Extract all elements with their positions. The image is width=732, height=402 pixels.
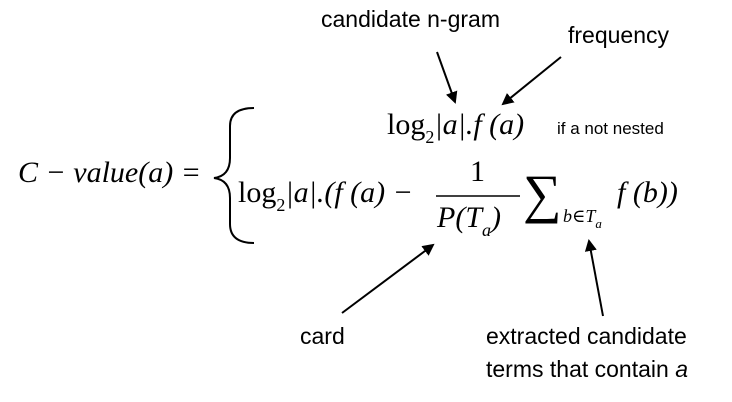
case1-log: log: [387, 108, 426, 141]
case1-rest: .f (a): [465, 108, 525, 141]
case2-rest: .(f (a) −: [316, 176, 413, 209]
case2-expression: log2|a|.(f (a) −: [238, 176, 413, 215]
sum-term: f (b)): [617, 176, 678, 209]
case1-condition: if a not nested: [557, 119, 664, 138]
label-frequency: frequency: [568, 22, 670, 48]
case1-log-base: 2: [425, 127, 435, 147]
case1-expression: log2|a|.f (a): [387, 108, 525, 147]
label-extracted-line2-var: a: [675, 356, 688, 382]
sum-index-main: b∈T: [563, 206, 596, 226]
fraction-numerator: 1: [470, 155, 485, 188]
case2-log-base: 2: [276, 195, 286, 215]
arrow-card: [341, 243, 435, 314]
fraction-denominator: P(Ta): [437, 201, 501, 240]
label-extracted-line1: extracted candidate: [486, 323, 687, 349]
label-extracted-line2: terms that contain a: [486, 356, 688, 383]
fraction-denominator-close: ): [491, 201, 501, 234]
label-extracted-line2-prefix: terms that contain: [486, 356, 676, 382]
arrow-candidate-ngram: [436, 51, 458, 104]
arrow-frequency: [501, 56, 562, 106]
sum-symbol: ∑: [523, 164, 562, 224]
label-card: card: [300, 323, 345, 349]
label-candidate-ngram: candidate n-gram: [321, 6, 500, 32]
sum-index: b∈Ta: [563, 206, 602, 231]
case1-abs: |a|: [434, 108, 466, 141]
left-brace: [213, 107, 255, 244]
arrow-extracted: [584, 239, 604, 317]
fraction-denominator-main: P(T: [437, 201, 482, 234]
fraction-denominator-sub: a: [482, 220, 491, 240]
case2-log: log: [238, 176, 277, 209]
sum-index-sub: a: [595, 216, 602, 231]
formula-lhs: C − value(a) =: [18, 156, 201, 189]
case2-abs: |a|: [285, 176, 317, 209]
